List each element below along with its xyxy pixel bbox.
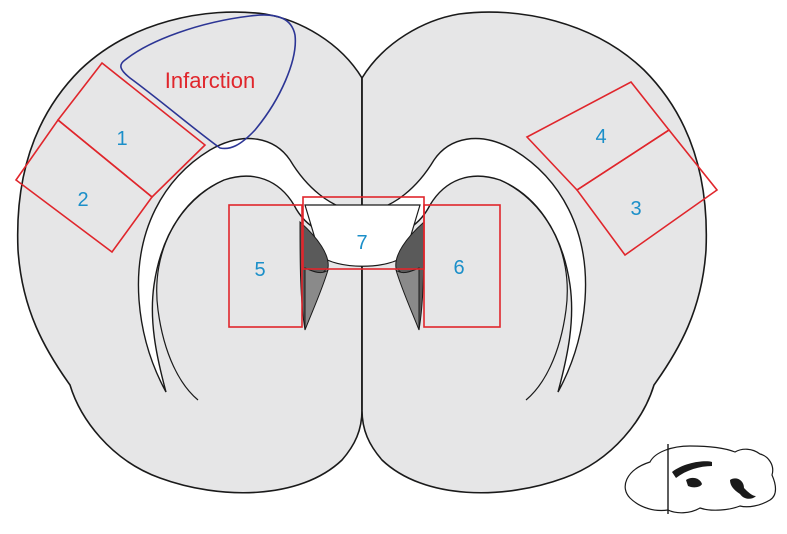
roi-label-5: 5 <box>254 259 265 281</box>
right-striatum-edge <box>499 179 568 401</box>
sagittal-cerebellum <box>730 478 756 499</box>
right-hemisphere <box>361 11 708 494</box>
roi-box-3 <box>575 128 719 257</box>
roi-box-5 <box>228 204 303 328</box>
roi-label-2: 2 <box>77 189 88 211</box>
sagittal-white-matter <box>672 461 712 478</box>
sagittal-inset-icon <box>624 444 777 514</box>
sagittal-brain-outline <box>624 445 777 514</box>
roi-label-4: 4 <box>595 126 606 148</box>
sagittal-ventricle <box>686 477 702 488</box>
roi-label-3: 3 <box>630 198 641 220</box>
roi-box-7 <box>302 196 425 270</box>
right-lateral-ventricle-light <box>395 267 420 331</box>
left-striatum-edge <box>156 179 225 401</box>
infarction-label: Infarction <box>165 68 256 93</box>
roi-box-2 <box>14 118 154 254</box>
left-lateral-ventricle-light <box>304 267 329 331</box>
left-hemisphere <box>16 11 363 494</box>
roi-label-7: 7 <box>356 232 367 254</box>
infarction-outline <box>120 14 297 150</box>
roi-label-6: 6 <box>453 257 464 279</box>
roi-label-1: 1 <box>116 128 127 150</box>
